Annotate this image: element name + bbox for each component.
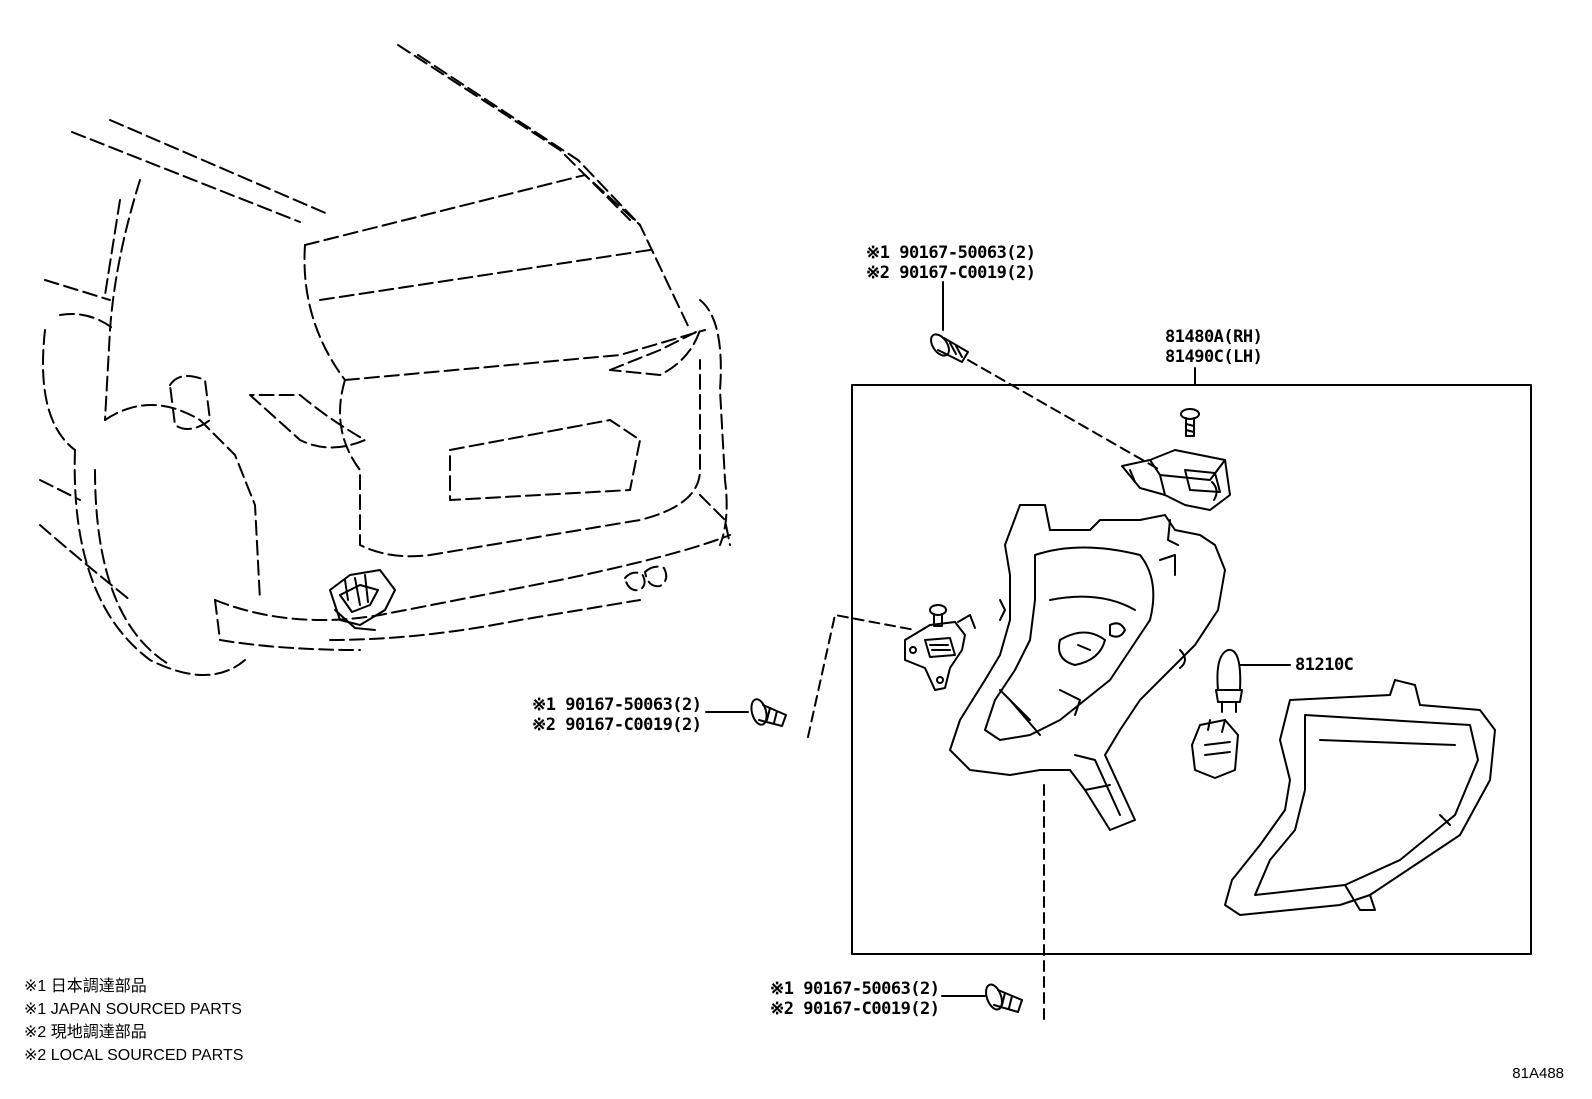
bolt-bottom-icon [985, 983, 1023, 1013]
lamp-housing-icon [949, 504, 1226, 831]
bolt-bottom-part-2: ※2 90167-C0019(2) [770, 999, 940, 1019]
lamp-assembly-lh: 81490C(LH) [1165, 347, 1263, 367]
legend-item: ※1 JAPAN SOURCED PARTS [24, 1001, 242, 1018]
lamp-assembly-frame [851, 384, 1532, 955]
bolt-left-part-2: ※2 90167-C0019(2) [532, 715, 702, 735]
sourcing-legend: ※1 日本調達部品 ※1 JAPAN SOURCED PARTS ※2 現地調達… [24, 975, 243, 1067]
bolt-left-icon [750, 698, 787, 727]
screw-small-icon [1180, 408, 1200, 437]
bolt-leaders [807, 359, 1161, 1026]
vehicle-illustration [39, 44, 731, 676]
legend-item: ※2 LOCAL SOURCED PARTS [24, 1047, 244, 1064]
mounting-bracket-icon [904, 614, 976, 691]
bulb-icon [1215, 648, 1243, 713]
lamp-location-on-vehicle [329, 569, 396, 631]
socket-icon [1191, 719, 1239, 779]
bolt-top-part-2: ※2 90167-C0019(2) [866, 263, 1036, 283]
bolt-left-part-1: ※1 90167-50063(2) [532, 695, 702, 715]
lamp-assembly-rh: 81480A(RH) [1165, 327, 1263, 347]
illustration-number: 81A488 [1512, 1065, 1564, 1082]
bolt-bottom-callout: ※1 90167-50063(2) ※2 90167-C0019(2) [770, 979, 940, 1019]
legend-item: ※2 現地調達部品 [24, 1024, 147, 1041]
bolt-top-icon [930, 333, 969, 363]
screw-bracket-icon [929, 604, 947, 627]
legend-item: ※1 日本調達部品 [24, 978, 147, 995]
bolt-bottom-part-1: ※1 90167-50063(2) [770, 979, 940, 999]
lamp-assembly-callout: 81480A(RH) 81490C(LH) [1165, 327, 1263, 367]
connector-bracket-icon [1121, 449, 1231, 511]
bulb-callout: 81210C [1295, 655, 1354, 675]
bolt-top-part-1: ※1 90167-50063(2) [866, 243, 1036, 263]
bolt-left-callout: ※1 90167-50063(2) ※2 90167-C0019(2) [532, 695, 702, 735]
bolt-top-callout: ※1 90167-50063(2) ※2 90167-C0019(2) [866, 243, 1036, 283]
lamp-lens-icon [1224, 679, 1496, 916]
